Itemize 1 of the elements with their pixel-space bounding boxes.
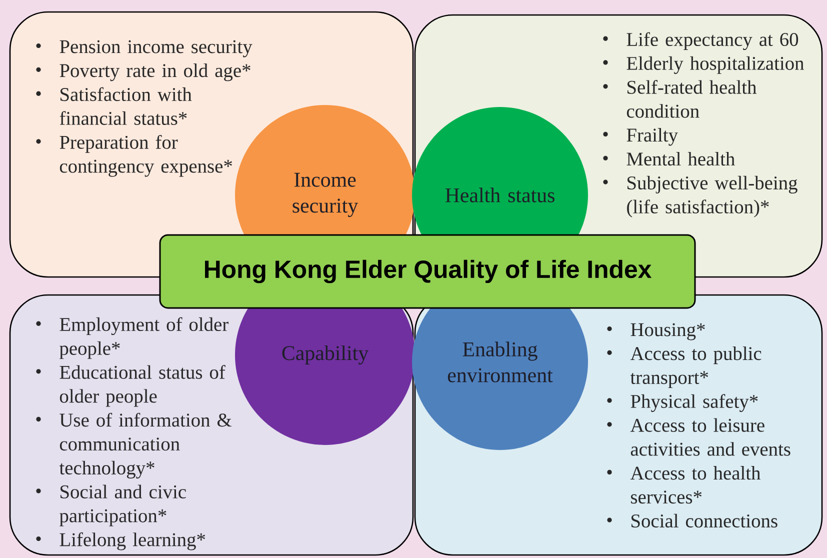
- title-banner: Hong Kong Elder Quality of Life Index: [159, 234, 696, 309]
